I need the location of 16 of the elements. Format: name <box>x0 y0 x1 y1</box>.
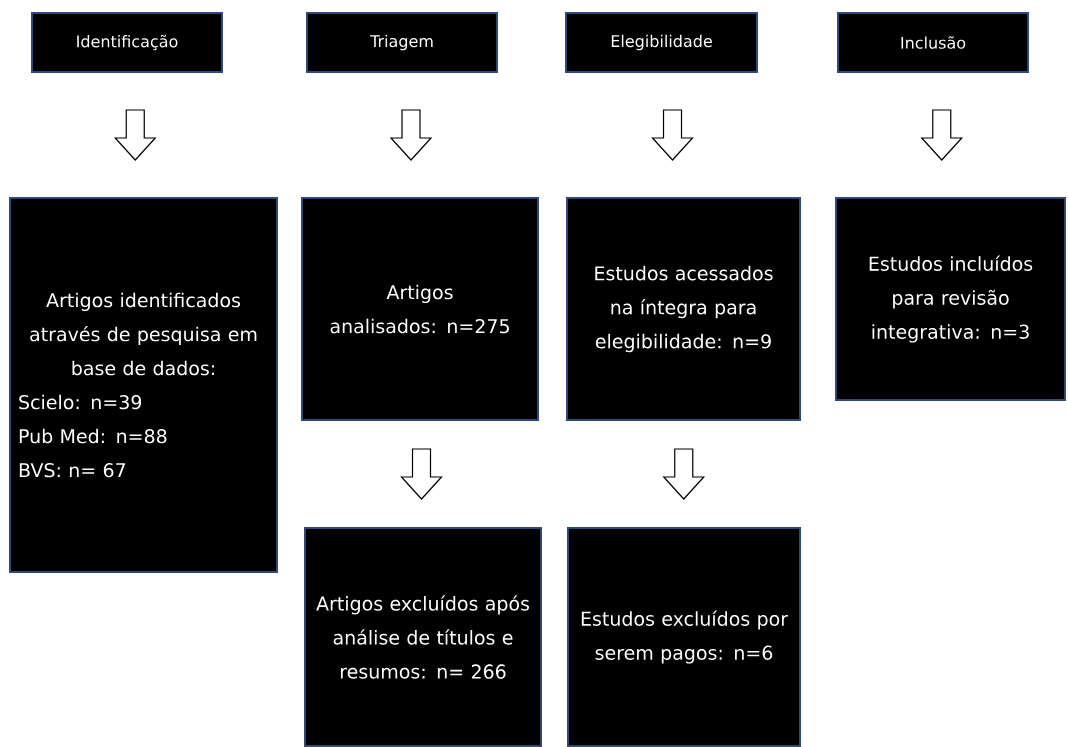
process-box: Estudos acessados na íntegra para elegibilidade: n=9 <box>566 197 801 421</box>
process-box: Artigos identificados através de pesquisa em base de dados: Scielo: n=39 Pub Med: n=88 BVS: n= 67 <box>9 197 278 573</box>
process-box: Artigos analisados: n=275 <box>301 197 539 421</box>
stage-header-box: Inclusão <box>837 12 1029 73</box>
arrow <box>920 109 964 161</box>
process-box: Estudos incluídos para revisão integrativa: n=3 <box>835 197 1066 401</box>
arrow <box>651 109 694 161</box>
arrow <box>113 109 157 161</box>
process-box: Estudos excluídos por serem pagos: n=6 <box>567 527 801 747</box>
arrow <box>389 109 433 161</box>
stage-header-box: Elegibilidade <box>565 12 758 73</box>
arrow <box>400 448 443 500</box>
process-box: Artigos excluídos após análise de títulos e resumos: n= 266 <box>304 527 542 747</box>
arrow <box>662 448 706 500</box>
stage-header-box: Triagem <box>306 12 498 73</box>
stage-header-box: Identificação <box>31 12 223 73</box>
